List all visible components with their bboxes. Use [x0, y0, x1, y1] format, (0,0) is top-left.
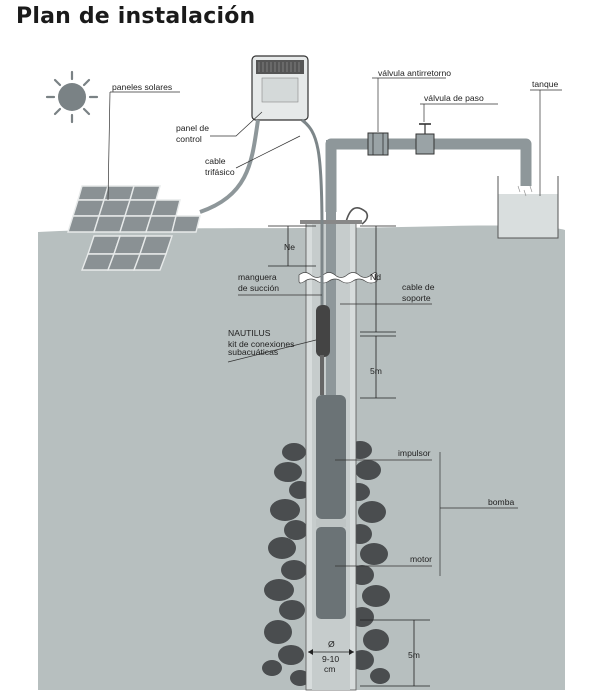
leader-gate-valve — [420, 103, 498, 122]
dimension-five-m-top — [360, 335, 396, 399]
label-tank: tanque — [532, 79, 559, 89]
label-control-panel-2: control — [176, 134, 202, 144]
gate-valve — [415, 123, 435, 155]
nautilus-connector — [316, 305, 330, 357]
page-title: Plan de instalación — [16, 4, 256, 29]
control-panel — [251, 55, 309, 121]
label-diameter-unit: cm — [324, 664, 335, 674]
leader-tank — [530, 89, 562, 196]
label-control-panel: panel de — [176, 123, 209, 133]
leader-check-valve — [372, 77, 446, 132]
label-cable: cable — [205, 156, 226, 166]
tank — [497, 176, 559, 239]
label-diameter-symbol: Ø — [328, 639, 335, 649]
label-check-valve: válvula antirretorno — [378, 68, 451, 78]
rock-formation — [262, 441, 390, 686]
pump-impeller-section — [316, 395, 346, 519]
label-cable-2: trifásico — [205, 167, 235, 177]
label-impeller: impulsor — [398, 448, 431, 458]
solar-cable — [199, 119, 260, 214]
pump-motor-section — [316, 527, 346, 619]
label-pump: bomba — [488, 497, 514, 507]
well-head — [345, 206, 369, 225]
label-solar-panels: paneles solares — [112, 82, 172, 92]
label-kit-2: subacuáticas — [228, 347, 278, 357]
dimension-nd — [360, 225, 396, 333]
label-hose: manguera — [238, 272, 277, 282]
label-five-m-top: 5m — [370, 366, 382, 376]
label-hose-2: de succión — [238, 283, 279, 293]
pump-cable — [301, 118, 324, 305]
solar-panels — [67, 185, 201, 271]
leader-solar-panels — [107, 91, 180, 201]
dimension-five-m-bottom — [360, 619, 430, 687]
label-support-cable-2: soporte — [402, 293, 431, 303]
label-nautilus: NAUTILUS — [228, 328, 271, 338]
leader-control-panel — [210, 111, 263, 137]
dimension-ne — [268, 225, 316, 267]
label-ne: Ne — [284, 242, 295, 252]
drop-pipe — [326, 140, 336, 398]
check-valve — [367, 132, 389, 156]
leader-pump — [439, 452, 518, 576]
sun-icon — [45, 70, 99, 124]
label-support-cable: cable de — [402, 282, 435, 292]
label-motor: motor — [410, 554, 432, 564]
label-kit: kit de conexiones — [228, 339, 294, 349]
label-gate-valve: válvula de paso — [424, 93, 484, 103]
label-nd: Nd — [370, 272, 381, 282]
leader-nautilus — [227, 339, 317, 363]
label-five-m-bottom: 5m — [408, 650, 420, 660]
label-diameter-value: 9-10 — [322, 654, 339, 664]
water-level-wave — [298, 272, 378, 284]
leader-cable — [235, 135, 301, 169]
